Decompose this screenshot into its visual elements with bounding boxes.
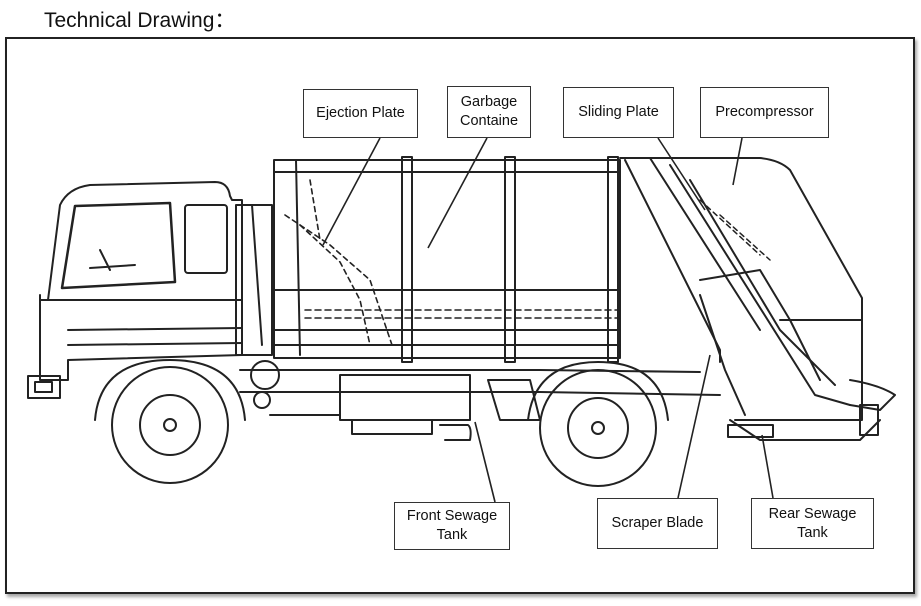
leader-garbage-container (427, 137, 488, 249)
leader-front-sewage (474, 421, 496, 503)
front-wheel (94, 359, 246, 484)
leader-precompressor (732, 137, 743, 186)
leader-rear-sewage (761, 434, 774, 499)
chassis (239, 369, 721, 441)
garbage-container (273, 156, 621, 363)
truck-cab (27, 181, 243, 399)
callout-precompressor: Precompressor (700, 87, 829, 138)
leader-lines (322, 137, 774, 503)
ejection-plate (284, 179, 393, 346)
callout-rear-sewage-tank: Rear Sewage Tank (751, 498, 874, 549)
page-title: Technical Drawing： (44, 9, 236, 32)
leader-scraper-blade (677, 354, 711, 499)
callout-ejection-plate: Ejection Plate (303, 89, 418, 138)
callout-scraper-blade: Scraper Blade (597, 498, 718, 549)
leader-sliding-plate (657, 137, 706, 211)
tailgate (619, 157, 896, 441)
callout-garbage-container: Garbage Containe (447, 86, 531, 138)
leader-ejection-plate (322, 137, 381, 246)
callout-front-sewage-tank: Front Sewage Tank (394, 502, 510, 550)
truck-column (235, 204, 280, 409)
callout-sliding-plate: Sliding Plate (563, 87, 674, 138)
rear-wheel (527, 361, 669, 487)
